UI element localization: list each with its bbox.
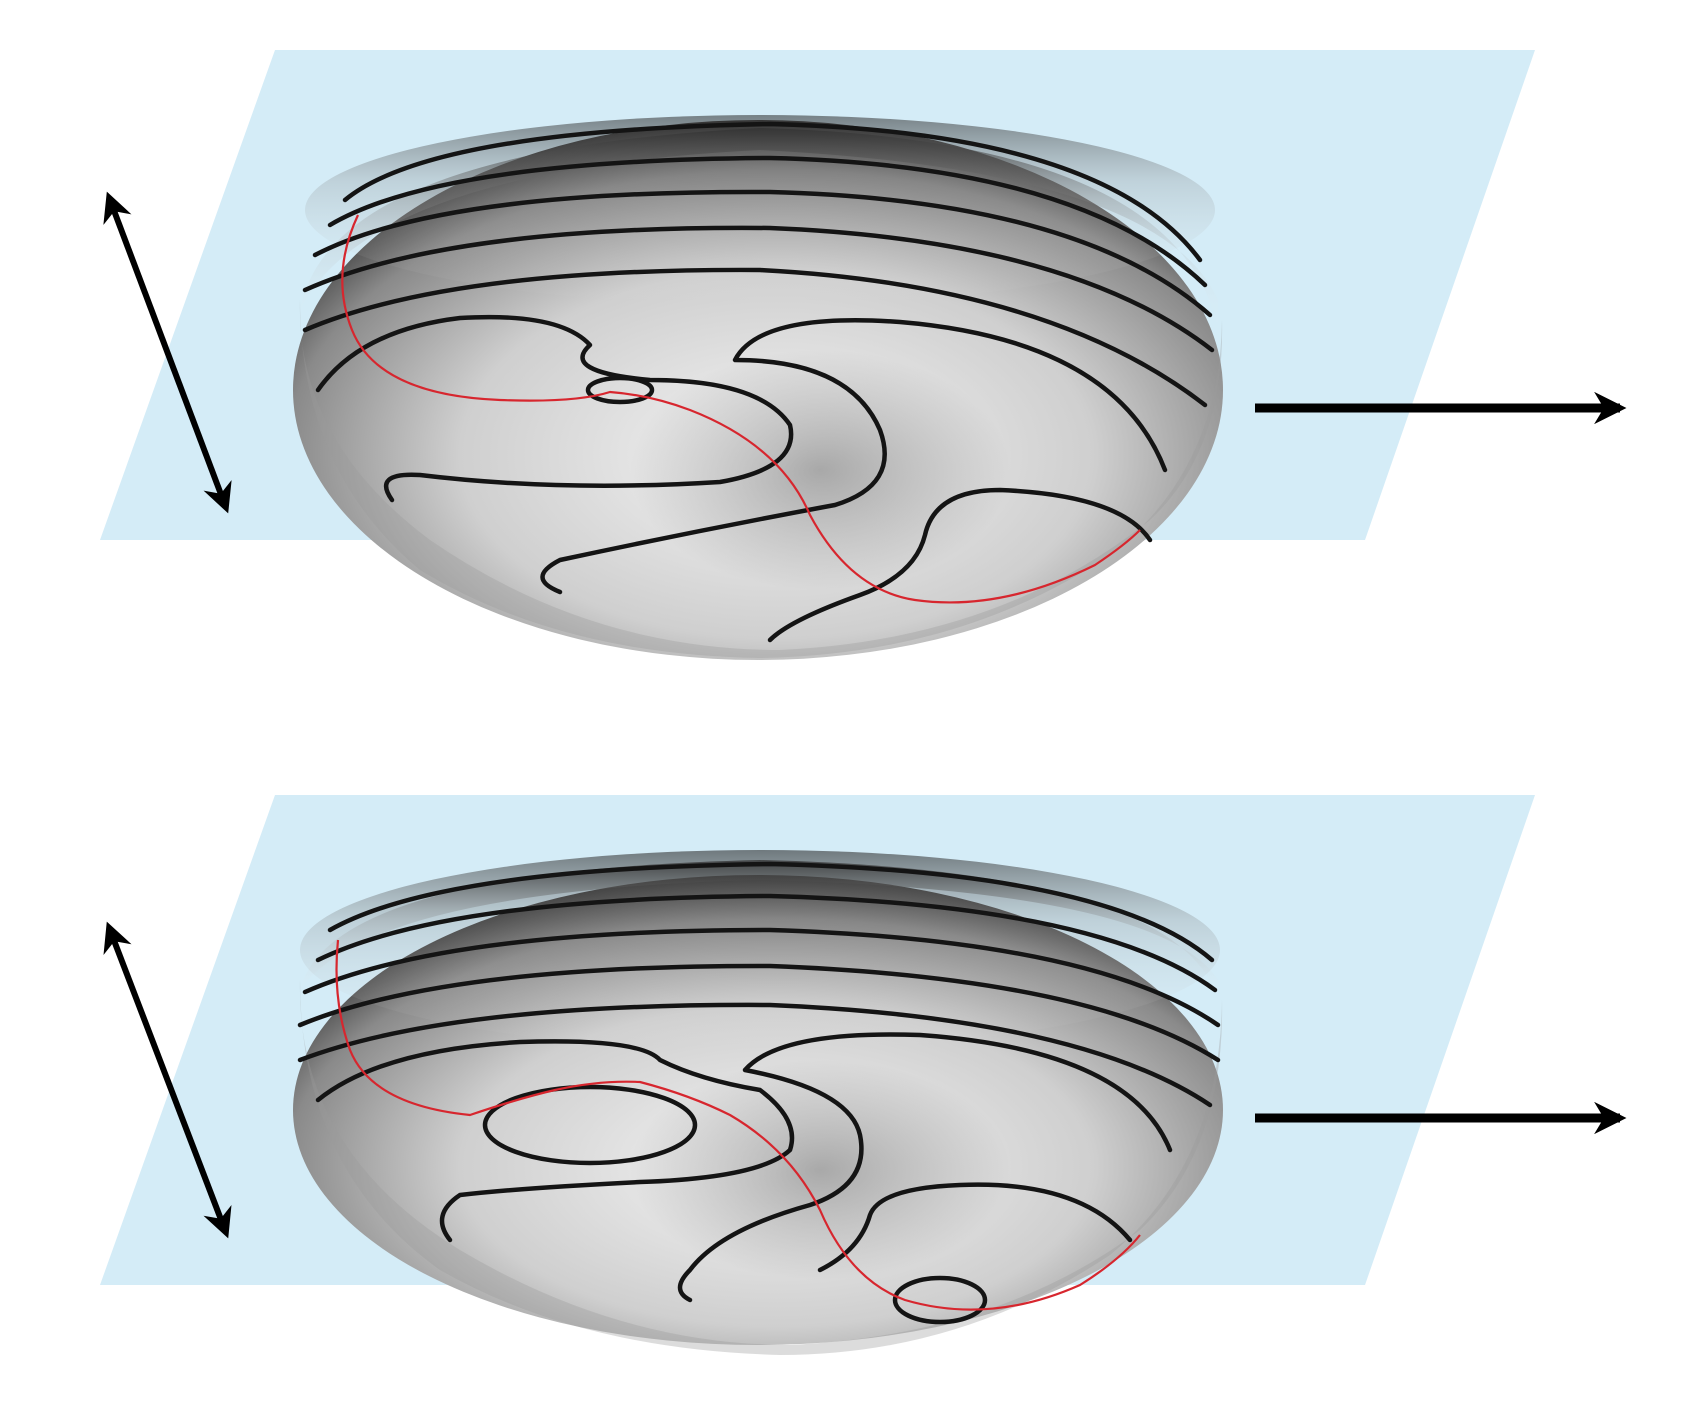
contour-lower-right	[817, 1182, 1133, 1273]
contour-lines-bottom	[297, 861, 1221, 1325]
contour-right-outer	[677, 1032, 1173, 1303]
saddle-surface-bottom	[293, 850, 1223, 1355]
double-arrow-bottom	[103, 921, 232, 1239]
contour-rim-5	[302, 267, 1208, 408]
contour-left-saddle	[315, 1039, 795, 1243]
contour-right-outer	[540, 318, 1168, 595]
contour-lines-top	[302, 121, 1215, 643]
small-closed-contour-right	[892, 1275, 988, 1325]
small-closed-contour	[585, 375, 655, 405]
contour-rim-2	[327, 155, 1208, 288]
contour-rim-2	[315, 893, 1218, 993]
red-path-bottom	[335, 939, 1141, 1311]
contour-rim-3	[302, 927, 1221, 1028]
small-closed-contour-left	[482, 1084, 698, 1166]
double-arrow-top	[103, 191, 232, 514]
panel-top	[100, 50, 1627, 660]
panel-bottom	[100, 795, 1627, 1355]
contour-rim-1	[327, 861, 1215, 963]
contour-lower-right	[767, 487, 1153, 643]
contour-rim-1	[342, 121, 1203, 263]
red-path-top	[341, 214, 1141, 604]
contour-rim-4	[302, 225, 1215, 353]
contour-rim-5	[297, 1002, 1213, 1108]
contour-rim-3	[312, 189, 1213, 318]
contour-rim-4	[297, 963, 1221, 1063]
saddle-surface-top	[293, 115, 1223, 660]
contour-left-saddle	[315, 314, 794, 503]
